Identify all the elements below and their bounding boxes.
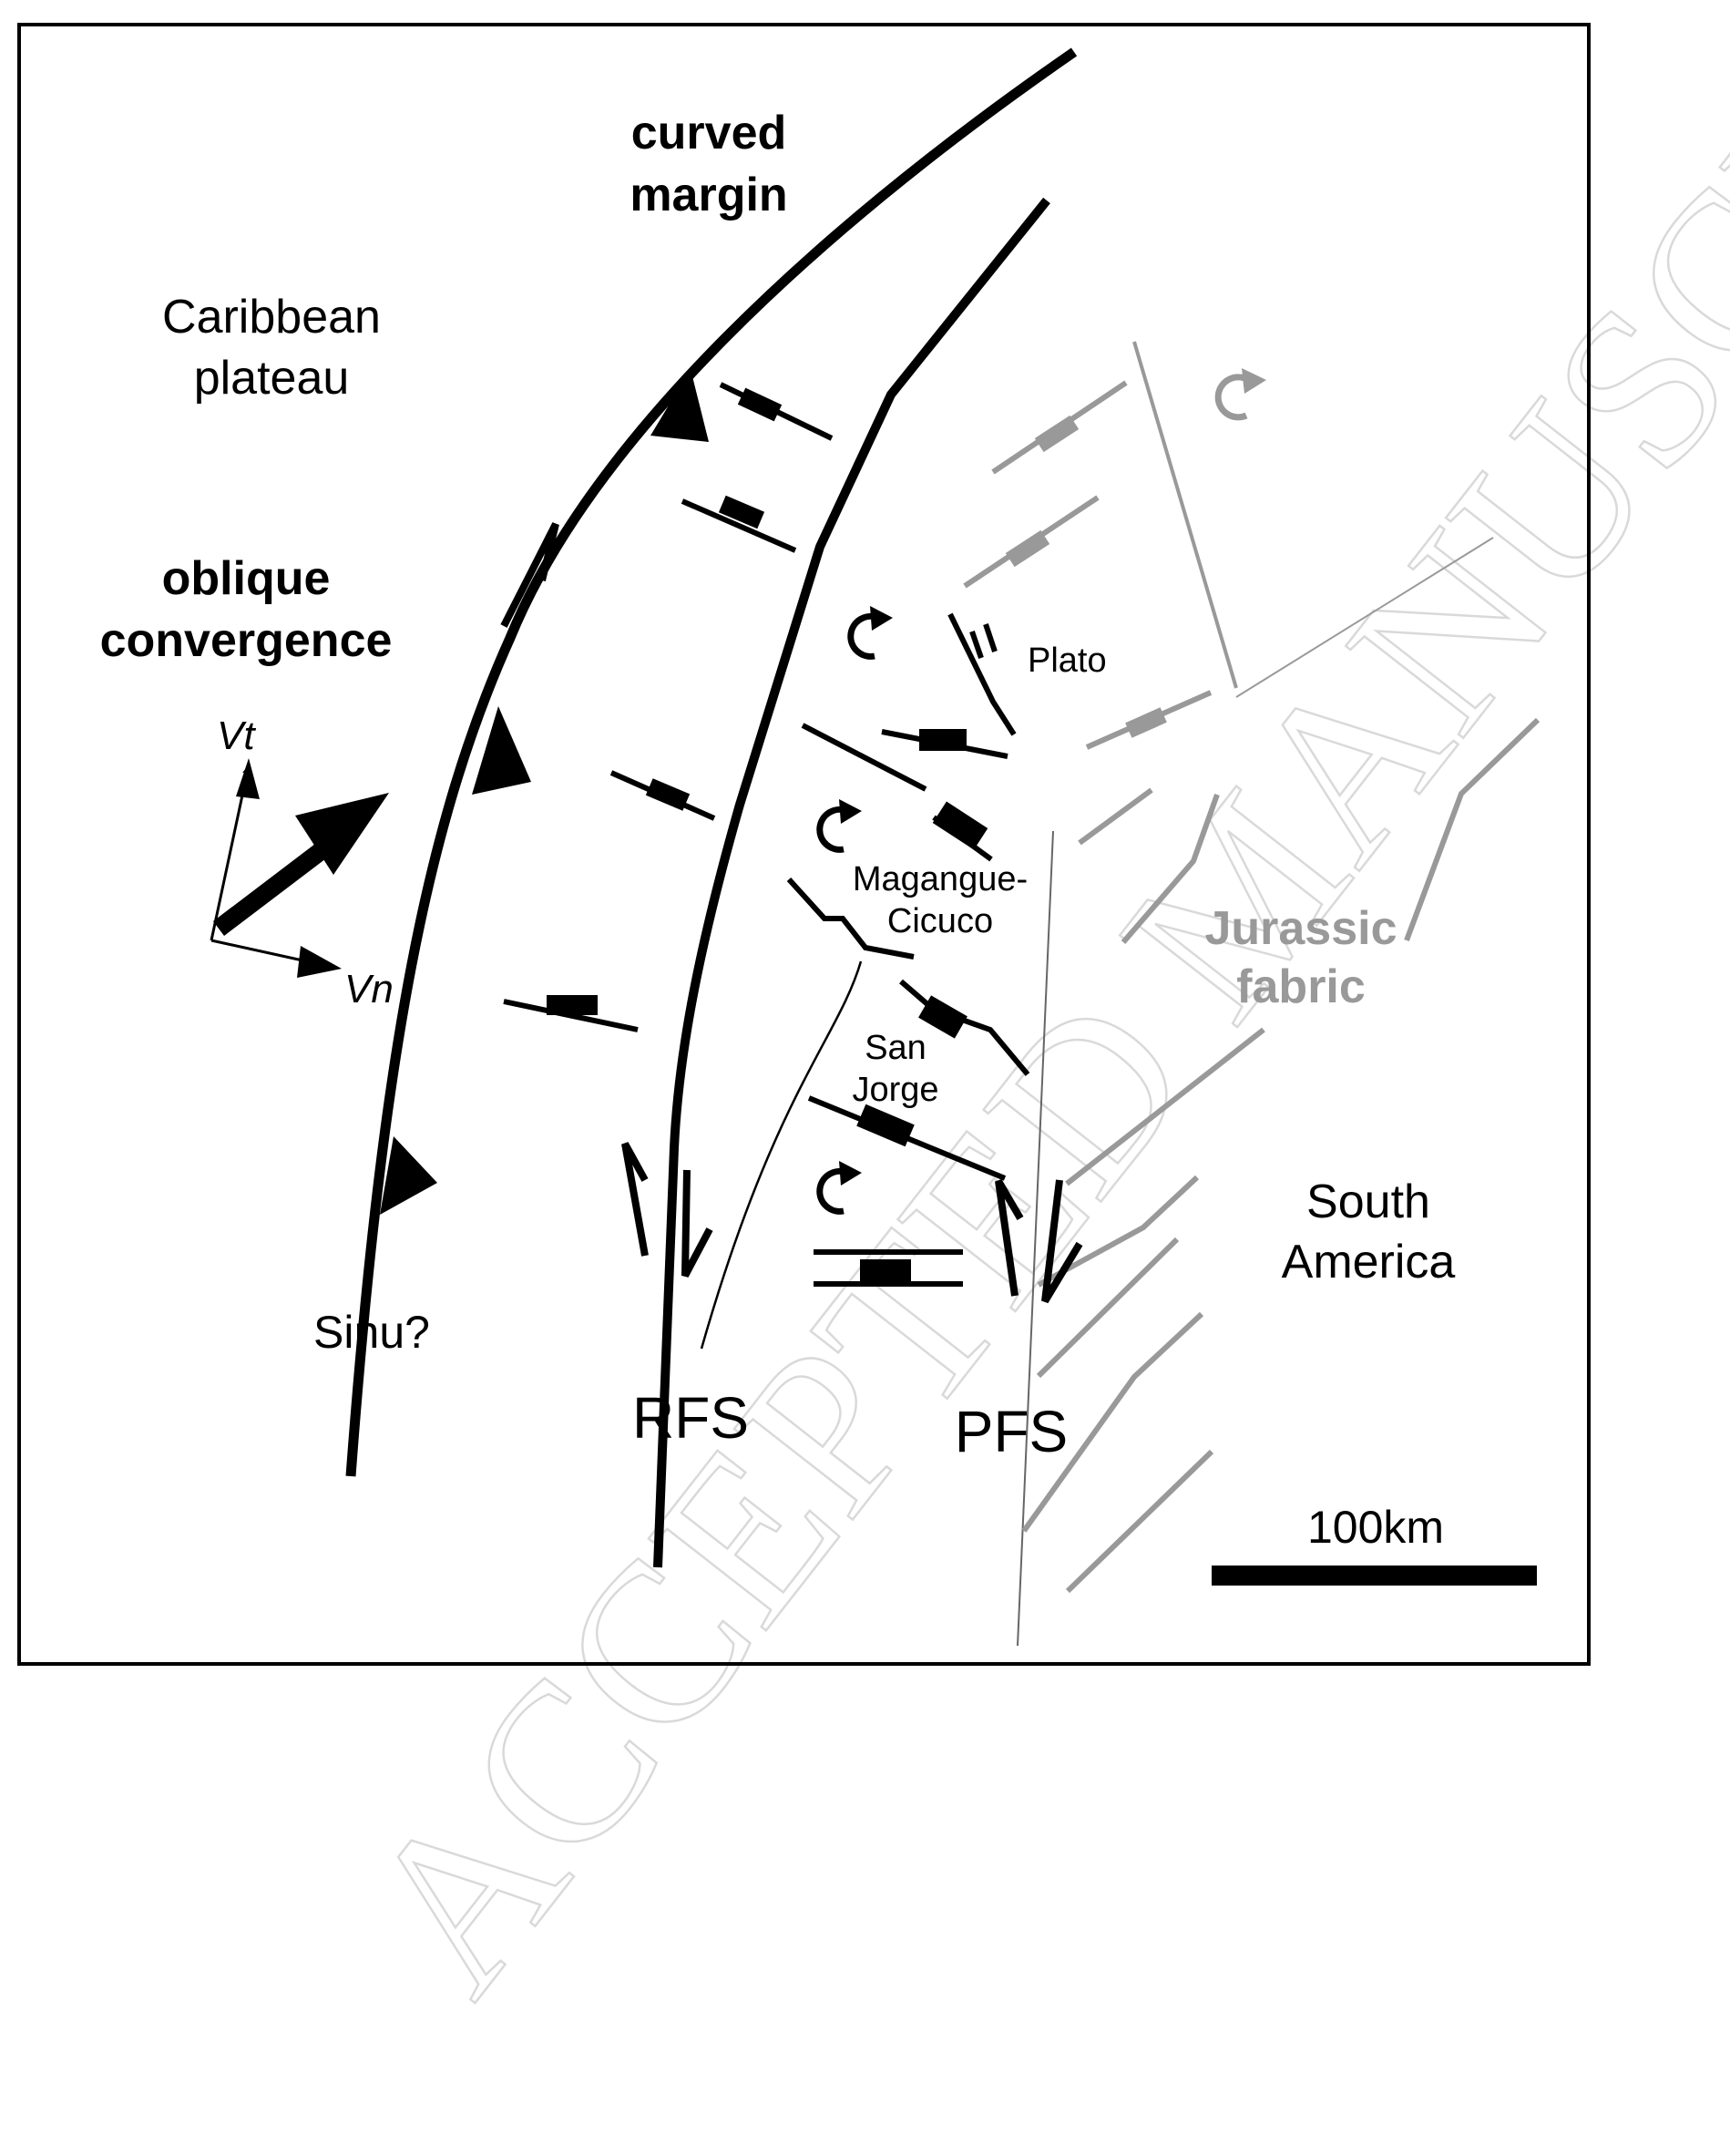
rfs-fault [653, 197, 1050, 1568]
vt-label: Vt [217, 714, 256, 758]
convergence-arrowhead [295, 793, 389, 875]
deformation-front [345, 47, 1078, 1477]
pfs-fault [1017, 830, 1054, 1647]
vt-arrowhead [236, 758, 260, 799]
oblique-convergence-label-1: oblique [162, 552, 331, 605]
scale-bar [1212, 1566, 1537, 1586]
plato-label: Plato [1028, 642, 1107, 680]
jurassic-fabric-label-1: Jurassic [1204, 902, 1397, 955]
thrust-tooth-3 [380, 1136, 437, 1215]
thin-fault-san-jorge [700, 960, 863, 1350]
curved-margin-label-2: margin [630, 169, 787, 221]
caribbean-plateau-label-2: plateau [194, 352, 350, 405]
rotation-arrows [816, 612, 880, 1215]
caribbean-plateau-label-1: Caribbean [162, 291, 381, 344]
south-america-label-1: South [1306, 1176, 1430, 1228]
thrust-tooth-2 [472, 706, 531, 795]
south-america-label-2: America [1282, 1236, 1456, 1288]
pfs-label: PFS [955, 1399, 1068, 1464]
san-jorge-label-1: San [865, 1029, 926, 1067]
rotation-arrow-grey [1214, 374, 1253, 421]
jurassic-fabric-faults [963, 380, 1541, 1594]
scale-bar-label: 100km [1307, 1502, 1444, 1553]
convergence-vector [212, 844, 327, 936]
rotation-arrowhead-grey [1242, 368, 1266, 394]
vn-arrowhead [297, 946, 342, 978]
watermark: ACCEPTED MANUSCRIPT [314, 0, 1730, 2036]
san-jorge-label-2: Jorge [852, 1071, 938, 1109]
magangue-cicuco-label-1: Magangue- [853, 860, 1028, 898]
rfs-label: RFS [632, 1385, 749, 1451]
normal-faults [503, 382, 1030, 1287]
curved-margin-label-1: curved [631, 107, 787, 159]
rotation-arrowheads [839, 606, 893, 1186]
magangue-cicuco-label-2: Cicuco [887, 902, 993, 940]
grey-thin-fault-north [1132, 341, 1238, 689]
oblique-convergence-label-2: convergence [100, 614, 393, 667]
shear-arrows [500, 522, 1083, 1304]
sinu-label: Sinu? [313, 1307, 430, 1358]
jurassic-fabric-label-2: fabric [1236, 960, 1366, 1013]
vn-label: Vn [344, 967, 394, 1011]
thrust-tooth-1 [650, 369, 709, 442]
map-frame [17, 23, 1591, 1666]
